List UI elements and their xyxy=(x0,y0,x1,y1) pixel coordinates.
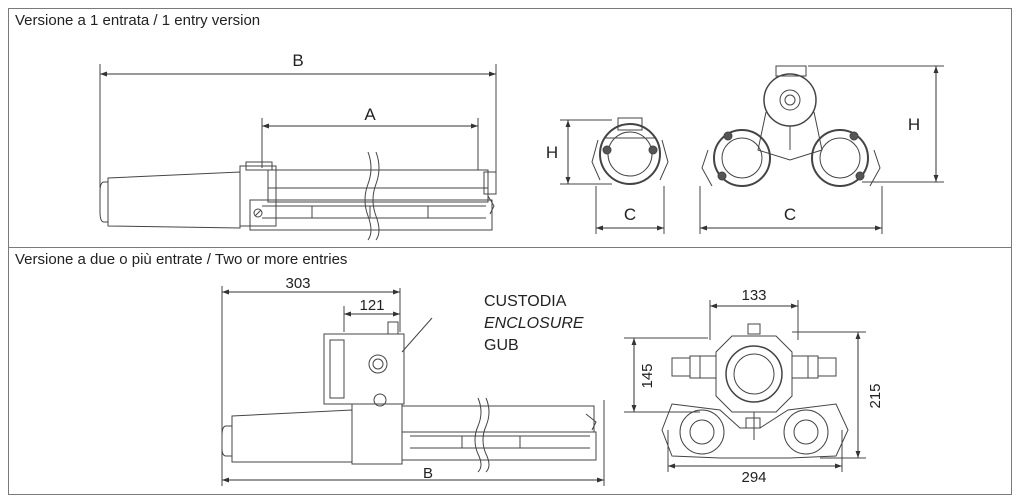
multi-side-dimensions xyxy=(222,289,604,483)
single-entry-dimensions xyxy=(100,71,496,129)
single-entry-side-view xyxy=(99,64,497,241)
dimension-145: 145 xyxy=(639,363,656,388)
dimension-h-right: H xyxy=(908,115,920,134)
dimension-294: 294 xyxy=(741,469,766,486)
single-entry-heading: Versione a 1 entrata / 1 entry version xyxy=(15,12,261,29)
dimension-b-top: B xyxy=(292,51,303,70)
multi-entry-heading: Versione a due o più entrate / Two or mo… xyxy=(15,251,348,268)
dimension-303: 303 xyxy=(285,275,310,292)
enclosure-label-it: CUSTODIA xyxy=(484,293,567,310)
dimension-c-right: C xyxy=(784,205,796,224)
multi-entry-side-view xyxy=(221,286,605,486)
multi-end-dimensions xyxy=(631,303,861,469)
dimension-133: 133 xyxy=(741,287,766,304)
multi-entry-end-view xyxy=(624,300,866,472)
enclosure-label-pl: GUB xyxy=(484,337,519,354)
double-end-dimensions xyxy=(700,66,939,231)
single-end-dimensions xyxy=(565,120,664,231)
dimension-c-left: C xyxy=(624,205,636,224)
dimension-a: A xyxy=(364,105,376,124)
dimension-215: 215 xyxy=(867,383,884,408)
dimension-h-left: H xyxy=(546,143,558,162)
enclosure-label-en: ENCLOSURE xyxy=(484,315,584,332)
dimension-b-bottom: B xyxy=(423,465,433,482)
single-entry-end-view xyxy=(560,117,669,234)
double-entry-end-view xyxy=(699,65,944,234)
multi-entry-panel: Versione a due o più entrate / Two or mo… xyxy=(8,247,1012,495)
dimension-121: 121 xyxy=(359,297,384,314)
